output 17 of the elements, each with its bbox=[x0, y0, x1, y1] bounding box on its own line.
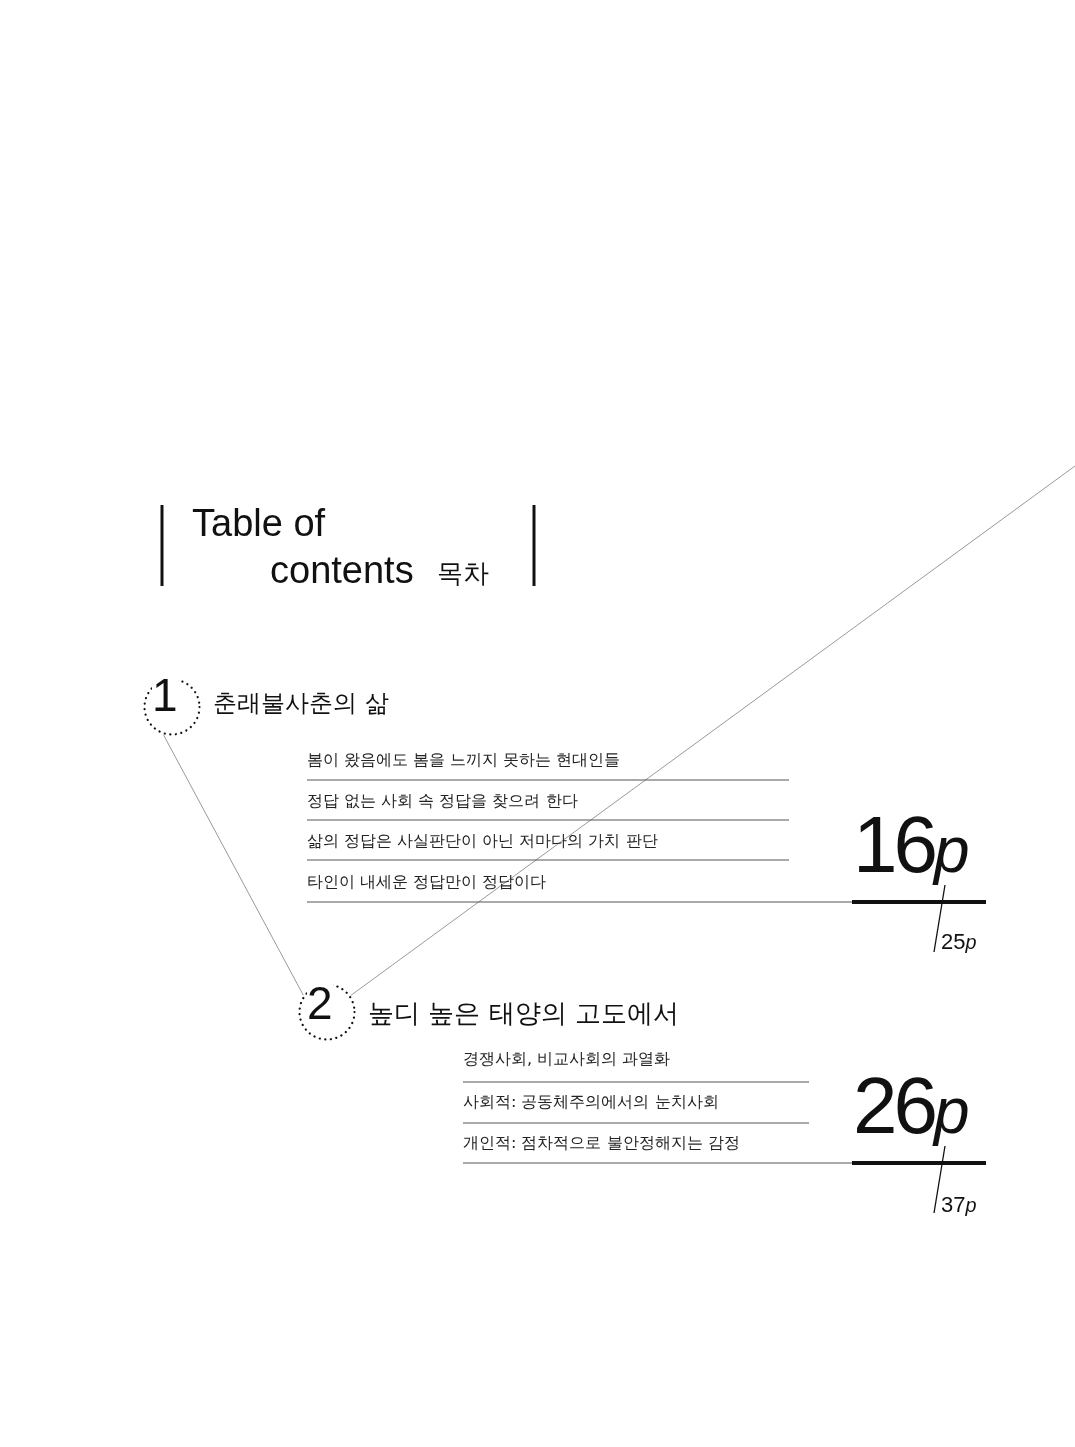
page-number: 16p bbox=[853, 800, 966, 891]
page-range-end: 25p bbox=[941, 928, 977, 956]
connector-line bbox=[162, 734, 304, 996]
section-heading: 높디 높은 태양의 고도에서 bbox=[368, 997, 679, 1029]
page-number: 26p bbox=[853, 1061, 966, 1152]
title-text: Table of contents bbox=[192, 501, 415, 593]
contents-item: 정답 없는 사회 속 정답을 찾으려 한다 bbox=[307, 790, 578, 812]
contents-item: 타인이 내세운 정답만이 정답이다 bbox=[307, 871, 547, 893]
contents-item: 경쟁사회, 비교사회의 과열화 bbox=[463, 1048, 671, 1070]
page-range-end: 37p bbox=[941, 1191, 977, 1219]
contents-item: 삶의 정답은 사실판단이 아닌 저마다의 가치 판단 bbox=[307, 830, 658, 852]
section-heading: 춘래불사춘의 삶 bbox=[213, 688, 389, 719]
connector-line bbox=[350, 465, 1075, 996]
subtitle-text: 목차 bbox=[437, 557, 489, 590]
contents-item: 개인적: 점차적으로 불안정해지는 감정 bbox=[463, 1132, 740, 1154]
contents-item: 봄이 왔음에도 봄을 느끼지 못하는 현대인들 bbox=[307, 749, 621, 771]
contents-item: 사회적: 공동체주의에서의 눈치사회 bbox=[463, 1091, 719, 1113]
